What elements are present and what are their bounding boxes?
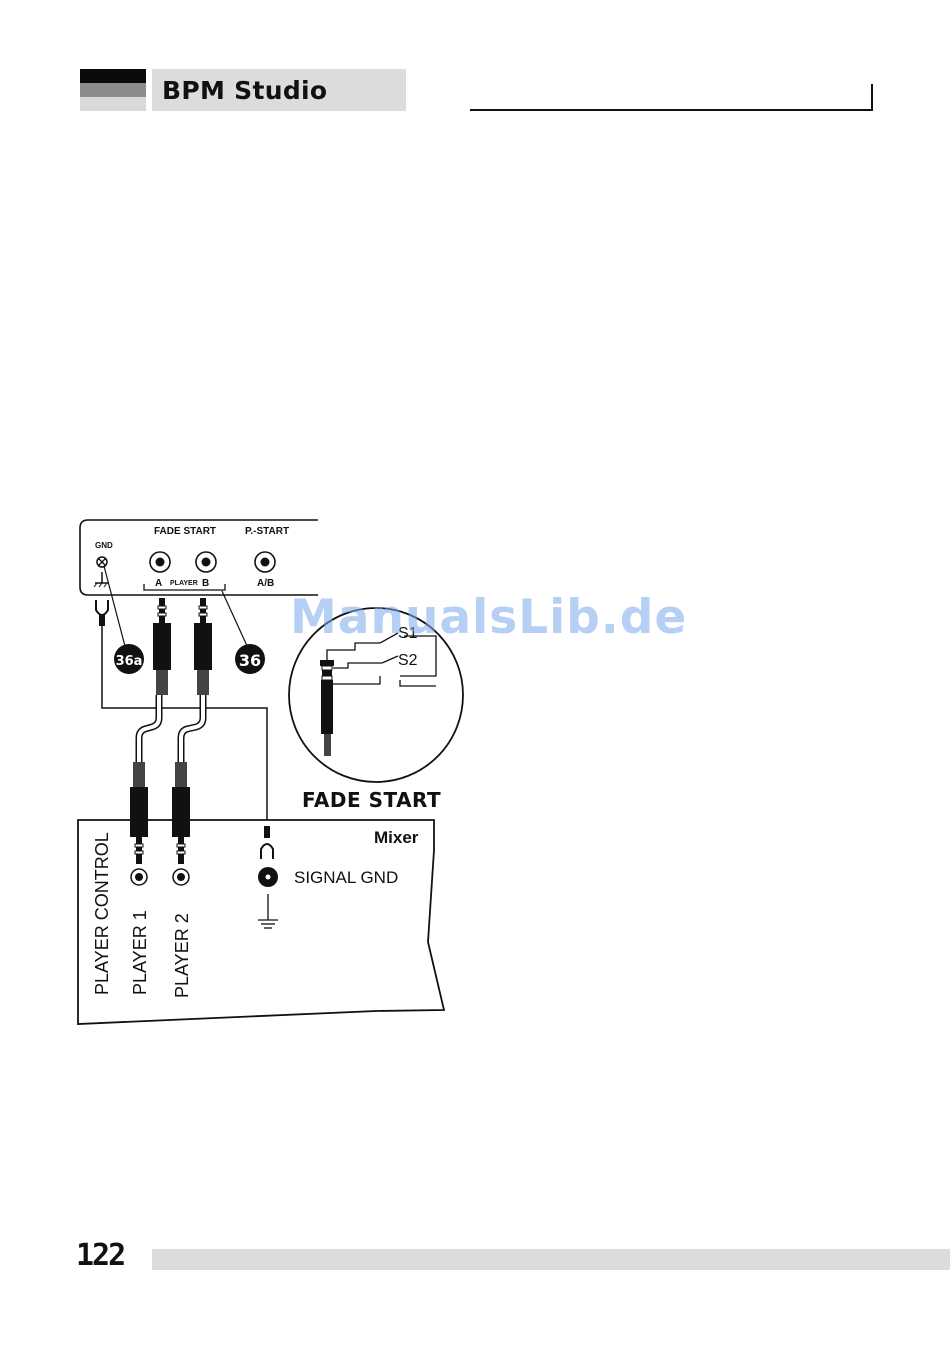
mixer-player-1-socket (131, 869, 147, 885)
spade-lug-top-icon (96, 600, 108, 626)
p-start-label: P.-START (245, 526, 289, 537)
mixer-title: Mixer (374, 828, 419, 847)
jack-b-label: B (202, 578, 209, 589)
fade-start-label: FADE START (154, 526, 216, 537)
mixer-player-2-socket (173, 869, 189, 885)
callout-36-leader (222, 591, 248, 648)
player-1-label: PLAYER 1 (130, 910, 150, 995)
signal-gnd-label: SIGNAL GND (294, 868, 398, 887)
plug-player-b-icon (194, 598, 212, 695)
page-number: 122 (76, 1238, 124, 1273)
ab-label: A/B (257, 578, 274, 589)
jack-a-label: A (155, 578, 162, 589)
player-2-label: PLAYER 2 (172, 913, 192, 998)
gnd-screw-icon (97, 557, 107, 567)
signal-gnd-terminal (258, 867, 278, 887)
watermark: ManualsLib.de (290, 590, 687, 645)
cable-player-1 (139, 695, 159, 765)
jack-b-socket (196, 552, 216, 572)
callout-36a-badge: 36a (114, 644, 144, 674)
jack-a-socket (150, 552, 170, 572)
callout-36-badge: 36 (235, 644, 265, 674)
cable-player-2 (181, 695, 203, 765)
jack-p-start-socket (255, 552, 275, 572)
player-label: PLAYER (170, 580, 198, 587)
callout-36-text: 36 (239, 651, 261, 670)
switch-s2-label: S2 (398, 652, 418, 669)
callout-36a-text: 36a (116, 654, 143, 669)
footer-bar (152, 1249, 950, 1270)
gnd-label: GND (95, 541, 113, 550)
fade-start-caption: FADE START (302, 788, 441, 812)
plug-player-a-icon (153, 598, 171, 695)
player-control-label: PLAYER CONTROL (92, 832, 112, 995)
